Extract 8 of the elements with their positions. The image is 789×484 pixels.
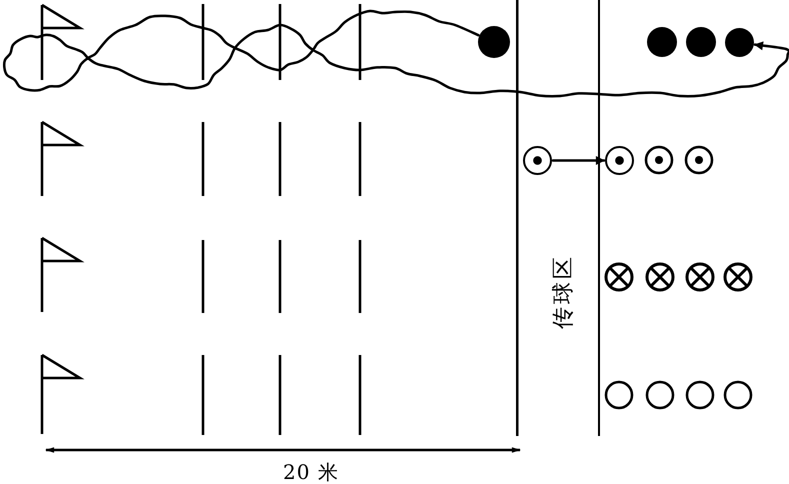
player-icon: [725, 28, 754, 57]
passing-zone: [516, 0, 600, 436]
player-icon: [478, 26, 510, 58]
dimension-label: 20 米: [283, 461, 339, 483]
player-icon: [523, 146, 552, 175]
player-icon: [605, 146, 634, 175]
zone-label: 传球区: [552, 254, 576, 329]
wavy-arrow: [2, 10, 789, 98]
